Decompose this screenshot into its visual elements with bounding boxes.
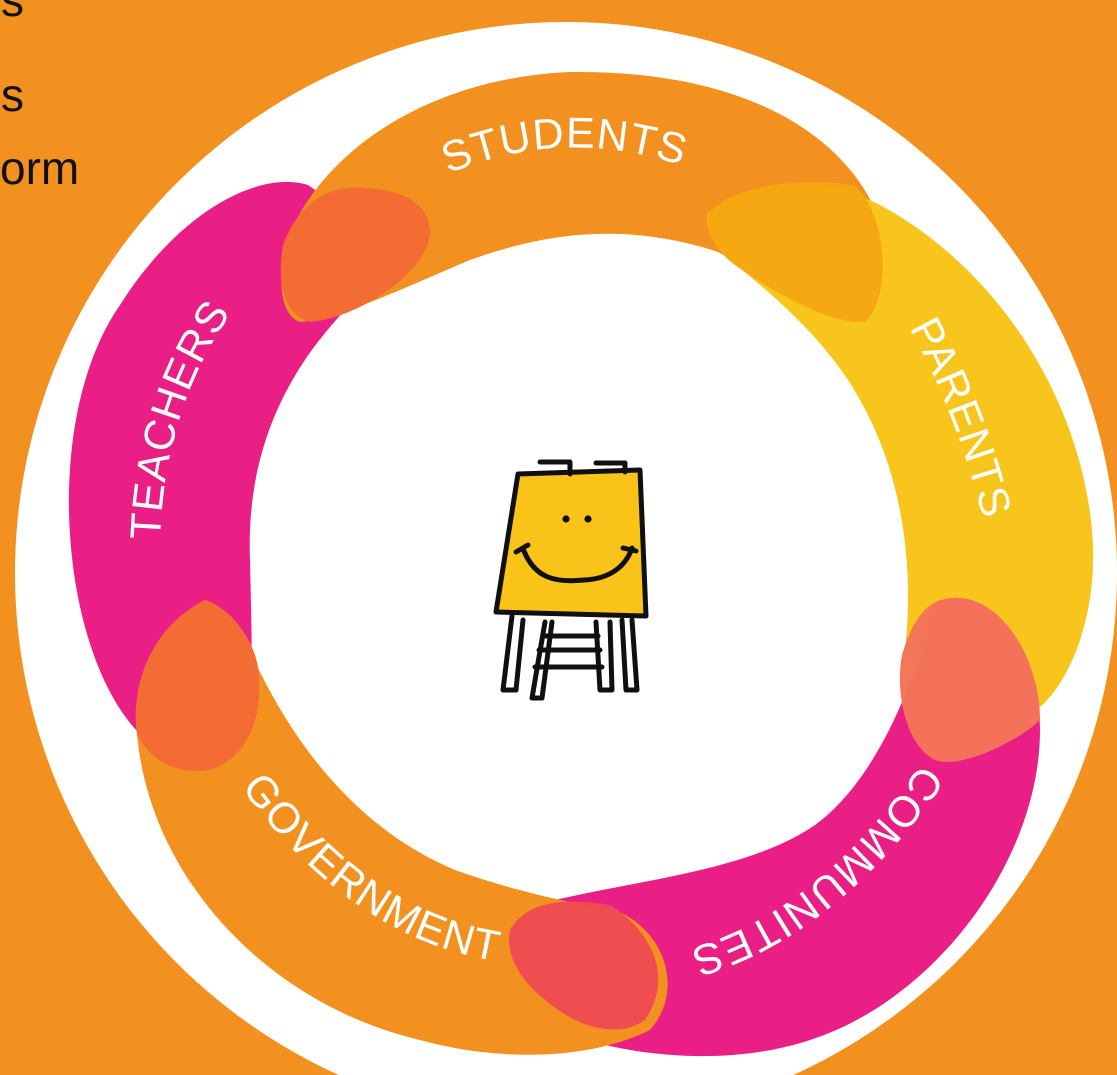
partial-text-line: s bbox=[1, 0, 24, 26]
partial-text-line: orm bbox=[0, 142, 80, 194]
segment-teachers-shape bbox=[68, 181, 356, 757]
partial-text-line: s bbox=[1, 69, 24, 121]
segment-parents-shape bbox=[707, 183, 1094, 712]
smiling-easel-icon bbox=[493, 459, 649, 701]
partial-text-list: s s orm bbox=[0, 0, 120, 220]
